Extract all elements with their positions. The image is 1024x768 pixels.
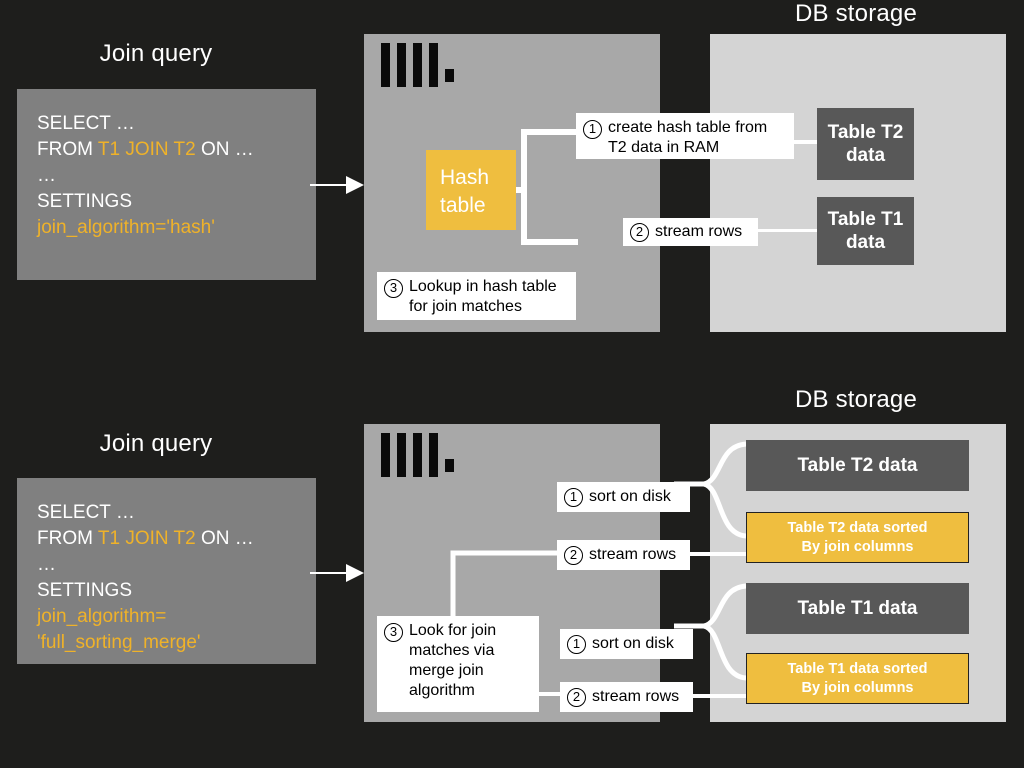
callout-text-2: stream rows [655, 223, 743, 240]
query-from-on: ON … [195, 139, 254, 160]
query-line-join-algorithm-2: join_algorithm= [37, 606, 167, 627]
storage-table-t2-raw-label: Table T2 data [797, 455, 918, 476]
query-line-settings-2: SETTINGS [37, 580, 133, 601]
line-t2-sorted-to-stream [690, 552, 748, 556]
hash-join-query-arrow [310, 176, 364, 194]
merge-join-callout-1-t2: 1 sort on disk [557, 482, 690, 512]
callout-number-1-t1: 1 [567, 634, 586, 654]
line-t1-to-callout2 [748, 229, 820, 232]
merge-join-storage-title: DB storage [794, 386, 918, 413]
hash-join-storage-title: DB storage [794, 0, 918, 27]
callout-text-2-t2: stream rows [589, 546, 677, 563]
query-line-ellipsis-2: … [37, 554, 56, 575]
hash-table-box: Hash table [426, 150, 516, 230]
query-from-keyword: FROM [37, 139, 98, 160]
line-t2-to-callout1 [784, 140, 820, 144]
merge-join-callout-2-t1: 2 stream rows [560, 682, 693, 712]
callout-text-1-t1: sort on disk [592, 635, 674, 652]
hash-join-query-title: Join query [99, 40, 213, 67]
callout-number-2-t2: 2 [564, 545, 583, 565]
query-line-join-algorithm: join_algorithm='hash' [37, 217, 215, 238]
callout-number-2-t1: 2 [567, 687, 586, 707]
hash-join-callout-2: 2 stream rows [623, 218, 758, 246]
clickhouse-logo-2 [381, 433, 454, 477]
merge-join-query-arrow [310, 564, 364, 582]
callout-number-1-t2: 1 [564, 487, 583, 507]
callout-number-2: 2 [630, 222, 649, 242]
hash-table-label-line1: Hash [440, 166, 490, 189]
query-line-select-2: SELECT … [37, 502, 135, 523]
callout-text-1-t2: sort on disk [589, 488, 671, 505]
callout-number-3-merge: 3 [384, 623, 403, 642]
query-line-join-algorithm-value-2: 'full_sorting_merge' [37, 632, 201, 653]
merge-join-stream-connector-lower [530, 692, 570, 696]
query-from-keyword-2: FROM [37, 528, 98, 549]
query-line-ellipsis: … [37, 165, 56, 186]
hash-join-storage-panel [710, 34, 1006, 332]
query-line-from-2: FROM T1 JOIN T2 ON … [37, 526, 296, 552]
query-line-select: SELECT … [37, 113, 135, 134]
clickhouse-logo [381, 43, 454, 87]
callout-number-3: 3 [384, 279, 403, 298]
merge-join-query-title: Join query [99, 430, 213, 457]
query-from-on-2: ON … [195, 528, 254, 549]
merge-join-query-box: SELECT … FROM T1 JOIN T2 ON … … SETTINGS… [17, 478, 316, 664]
brace-connector-t1 [674, 583, 747, 681]
storage-table-t1-raw: Table T1 data [746, 583, 969, 634]
callout-number-1: 1 [583, 120, 602, 139]
storage-table-t2-raw: Table T2 data [746, 440, 969, 491]
merge-join-callout-2-t2: 2 stream rows [557, 540, 690, 570]
storage-table-t1-raw-label: Table T1 data [797, 598, 918, 619]
merge-join-stream-connector-upper [450, 550, 570, 630]
hash-join-query-box: SELECT … FROM T1 JOIN T2 ON … … SETTINGS… [17, 89, 316, 280]
query-from-tables-2: T1 JOIN T2 [97, 528, 196, 549]
query-from-tables: T1 JOIN T2 [97, 139, 196, 160]
query-line-settings: SETTINGS [37, 191, 133, 212]
callout-text-2-t1: stream rows [592, 688, 680, 705]
merge-join-callout-1-t1: 1 sort on disk [560, 629, 693, 659]
line-t1-sorted-to-stream [690, 694, 748, 698]
hash-table-label-line2: table [440, 194, 486, 217]
query-line-from: FROM T1 JOIN T2 ON … [37, 137, 296, 163]
